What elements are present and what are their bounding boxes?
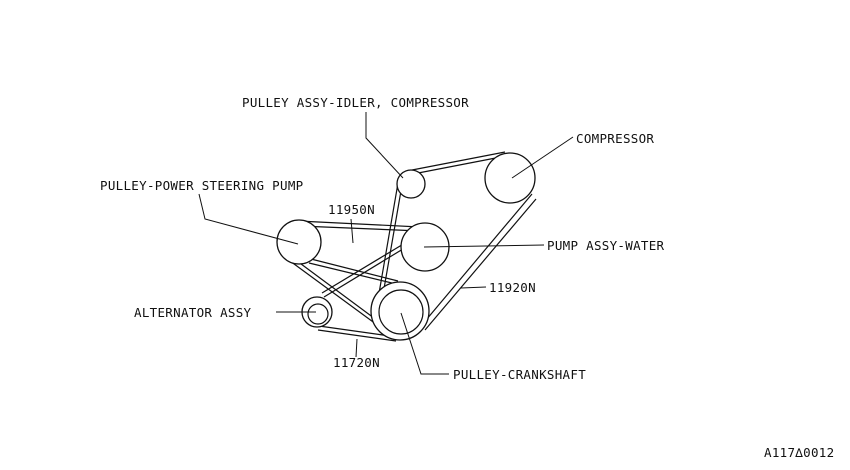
- leader-crankshaft: [400, 312, 449, 375]
- label-belt-11720n: 11720N: [333, 355, 380, 370]
- leader-lines: [198, 112, 574, 375]
- label-belt-11950n: 11950N: [328, 202, 375, 217]
- idler-pulley: [396, 169, 426, 199]
- power-steering-pulley: [276, 219, 322, 265]
- leader-power-steering: [198, 193, 299, 245]
- diagram-code: A117∆0012: [764, 445, 834, 460]
- label-compressor: COMPRESSOR: [576, 131, 654, 146]
- compressor-pulley: [484, 152, 536, 204]
- leader-11720n: [355, 338, 358, 358]
- leader-water-pump: [423, 244, 545, 248]
- leader-11950n: [350, 218, 354, 244]
- leader-idler: [365, 112, 404, 179]
- crankshaft-pulley: [370, 281, 430, 341]
- label-crankshaft-pulley: PULLEY-CRANKSHAFT: [453, 367, 586, 382]
- label-idler-pulley: PULLEY ASSY-IDLER, COMPRESSOR: [242, 95, 469, 110]
- label-alternator: ALTERNATOR ASSY: [134, 305, 252, 320]
- belt-11950n: [289, 220, 422, 331]
- alternator-pulley: [301, 296, 333, 328]
- label-power-steering-pump: PULLEY-POWER STEERING PUMP: [100, 178, 303, 193]
- label-belt-11920n: 11920N: [489, 280, 536, 295]
- leader-11920n: [460, 286, 487, 289]
- label-water-pump: PUMP ASSY-WATER: [547, 238, 665, 253]
- leader-compressor: [511, 136, 574, 179]
- belt-11920n: [376, 151, 537, 331]
